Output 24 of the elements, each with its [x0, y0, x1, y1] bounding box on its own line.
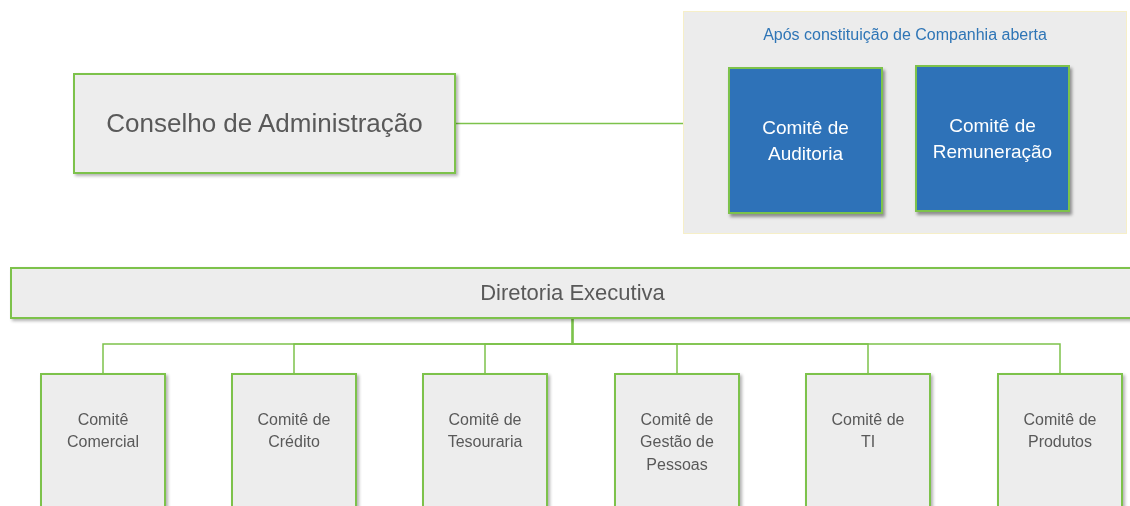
- connector-line: [455, 122, 684, 125]
- box-label: Comitê de Auditoria: [761, 115, 850, 166]
- box-label: Conselho de Administração: [106, 107, 423, 141]
- box-label: Comitê de Remuneração: [932, 113, 1053, 164]
- committee-box: [728, 67, 883, 214]
- panel-heading: Após constituição de Companhia aberta: [763, 25, 1047, 45]
- committee-box: [915, 65, 1070, 212]
- box-label: Comitê de Tesouraria: [446, 410, 524, 453]
- box-label: Comitê Comercial: [66, 410, 140, 453]
- board-box: [73, 73, 456, 174]
- committee-panel: [683, 11, 1127, 234]
- committee-box: [997, 373, 1123, 506]
- committee-box: [422, 373, 548, 506]
- connector-line: [571, 318, 1061, 374]
- box-label: Comitê de Crédito: [256, 410, 332, 453]
- box-label: Comitê de TI: [830, 410, 906, 453]
- committee-box: [805, 373, 931, 506]
- executive-board-bar: [10, 267, 1130, 319]
- committee-box: [40, 373, 166, 506]
- box-label: Comitê de Produtos: [1022, 410, 1098, 453]
- box-label: Diretoria Executiva: [480, 278, 665, 307]
- committee-box: [231, 373, 357, 506]
- box-label: Comitê de Gestão de Pessoas: [639, 410, 715, 475]
- committee-box: [614, 373, 740, 506]
